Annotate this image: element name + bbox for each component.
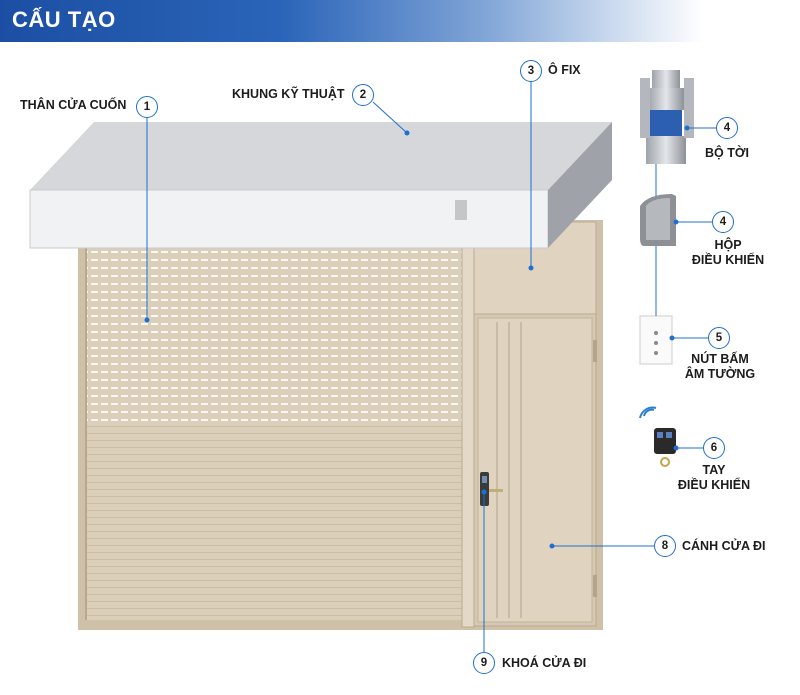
label-remote-line2: ĐIỀU KHIỂN — [677, 478, 751, 492]
control-box — [640, 194, 676, 246]
number-badge-3: 3 — [520, 60, 542, 82]
number-badge-4-motor: 4 — [716, 117, 738, 139]
technical-frame-box-front — [29, 189, 549, 249]
remote-control — [639, 406, 676, 467]
door-divider-post — [461, 214, 475, 628]
label-wall-switch-line2: ÂM TƯỜNG — [684, 367, 756, 381]
label-roller-body: THÂN CỬA CUỐN — [20, 98, 127, 112]
label-remote-line1: TAY — [702, 463, 726, 477]
number-badge-1: 1 — [136, 96, 158, 118]
label-walk-door: CÁNH CỬA ĐI — [682, 539, 766, 553]
label-wall-switch-line1: NÚT BẤM — [691, 352, 749, 366]
label-fixed-panel: Ô FIX — [548, 63, 581, 77]
roller-shutter-perforation — [86, 235, 462, 425]
number-badge-6: 6 — [703, 437, 725, 459]
label-control-box-line1: HỘP — [714, 238, 742, 252]
label-remote: TAY ĐIỀU KHIỂN — [664, 463, 764, 493]
number-badge-5: 5 — [708, 327, 730, 349]
technical-frame-box-side — [548, 122, 612, 248]
label-control-box-line2: ĐIỀU KHIỂN — [691, 253, 765, 267]
number-badge-8: 8 — [654, 535, 676, 557]
motor-unit — [640, 70, 694, 164]
number-badge-4-control-box: 4 — [712, 211, 734, 233]
number-badge-9: 9 — [473, 652, 495, 674]
page-title: CẤU TẠO — [12, 7, 116, 32]
label-technical-frame: KHUNG KỸ THUẬT — [232, 87, 345, 101]
wall-switch — [639, 315, 673, 365]
label-wall-switch: NÚT BẤM ÂM TƯỜNG — [670, 352, 770, 382]
technical-frame-box-top — [30, 122, 612, 190]
walk-door-leaf — [477, 317, 593, 623]
label-motor: BỘ TỜI — [705, 146, 749, 160]
number-badge-2: 2 — [352, 84, 374, 106]
header-banner: CẤU TẠO — [0, 0, 800, 42]
label-control-box: HỘP ĐIỀU KHIỂN — [680, 238, 776, 268]
label-door-lock: KHOÁ CỬA ĐI — [502, 656, 587, 670]
